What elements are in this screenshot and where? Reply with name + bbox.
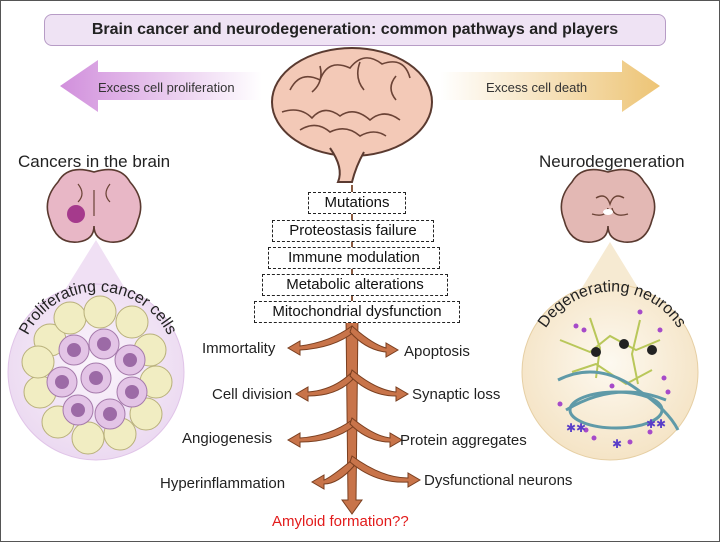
outcome-cell-division: Cell division [212, 386, 293, 403]
cancers-heading: Cancers in the brain [18, 152, 171, 171]
cancer-brain-slice-icon [46, 168, 142, 243]
outcome-dysfunctional-neurons: Dysfunctional neurons [424, 472, 573, 489]
svg-text:✱✱: ✱✱ [646, 417, 666, 431]
neurodegeneration-heading: Neurodegeneration [539, 152, 685, 171]
outcome-hyperinflammation: Hyperinflammation [160, 475, 286, 492]
pathway-mutations: Mutations [308, 192, 406, 214]
degenerating-neurons-label: Degenerating neurons [535, 278, 689, 330]
outcome-angiogenesis: Angiogenesis [182, 430, 273, 447]
amyloid-formation-label: Amyloid formation?? [272, 513, 409, 530]
cancer-cells-circle [7, 240, 185, 461]
neurodegeneration-brain-slice-icon [560, 168, 656, 243]
svg-text:✱✱: ✱✱ [566, 421, 586, 435]
pathway-mitochondrial-dysfunction: Mitochondrial dysfunction [254, 301, 460, 323]
outcome-protein-aggregates: Protein aggregates [400, 432, 527, 449]
outcome-synaptic-loss: Synaptic loss [412, 386, 501, 403]
degenerating-neurons-circle: ✱✱✱✱✱ [521, 242, 699, 461]
pathway-proteostasis-failure: Proteostasis failure [272, 220, 434, 242]
svg-text:✱: ✱ [612, 437, 622, 451]
trunk-stem [341, 317, 363, 515]
figure-title: Brain cancer and neurodegeneration: comm… [44, 14, 666, 46]
cell-death-arrow [440, 60, 660, 112]
cell-death-arrow-label: Excess cell death [486, 80, 588, 95]
pathway-immune-modulation: Immune modulation [268, 247, 440, 269]
brain-icon [271, 47, 433, 183]
proliferating-cells-label: Proliferating cancer cells [16, 278, 179, 337]
proliferation-arrow [60, 60, 262, 112]
outcome-apoptosis: Apoptosis [404, 343, 470, 360]
pathway-metabolic-alterations: Metabolic alterations [262, 274, 448, 296]
outcome-immortality: Immortality [202, 340, 276, 357]
proliferation-arrow-label: Excess cell proliferation [98, 80, 235, 95]
